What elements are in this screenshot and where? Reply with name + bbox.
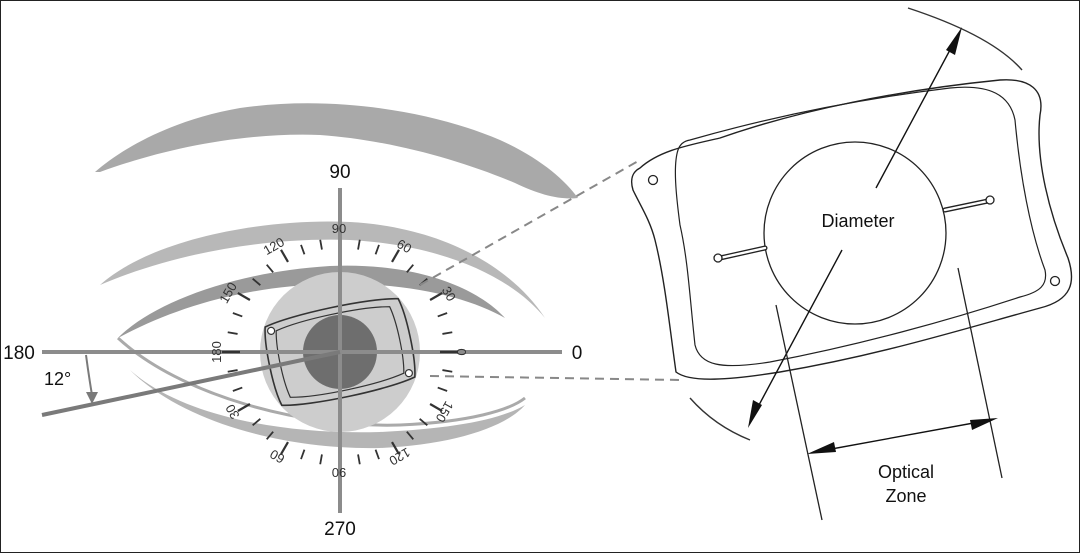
optical-zone-ext-right <box>957 267 1003 479</box>
degree-tick <box>280 249 289 263</box>
degree-tick <box>391 441 400 455</box>
lens-detail: Diameter Optical Zone <box>631 7 1073 521</box>
ring-label-bottom-30: 30 <box>222 402 242 422</box>
degree-tick <box>280 441 289 455</box>
rotated-axis <box>41 350 341 417</box>
ring-label-30: 30 <box>439 284 459 304</box>
ring-label-bottom-60: 60 <box>267 446 287 466</box>
positioning-hole-right <box>1049 275 1061 287</box>
eyelid-crease <box>100 221 545 318</box>
positioning-hole-left <box>647 174 659 186</box>
degree-tick <box>374 244 380 255</box>
degree-tick <box>429 403 443 412</box>
ring-label-bottom-120: 120 <box>387 445 413 469</box>
optical-zone-arrowhead-left <box>807 442 836 454</box>
degree-tick <box>319 239 323 250</box>
upper-lash-line <box>118 265 505 338</box>
axis-label-180: 180 <box>3 343 35 364</box>
degree-tick <box>227 369 238 373</box>
degree-tick <box>300 449 306 460</box>
degree-tick <box>300 244 306 255</box>
degree-tick <box>252 418 261 426</box>
degree-tick <box>406 264 414 273</box>
optical-zone-label-line1: Optical <box>878 462 934 482</box>
ring-label-bottom-90: 90 <box>332 465 346 480</box>
diameter-arrowhead-up <box>946 27 962 55</box>
diameter-arc-bottom <box>689 397 751 441</box>
degree-tick <box>266 264 274 273</box>
degree-tick <box>374 449 380 460</box>
degree-tick <box>227 331 238 335</box>
axis-label-90: 90 <box>329 162 350 183</box>
diameter-arrow-down-line <box>751 249 843 419</box>
zoom-line-bottom <box>429 375 683 381</box>
ring-label-180: 180 <box>209 341 224 363</box>
diameter-arrowhead-down <box>748 400 762 428</box>
degree-tick <box>437 312 448 318</box>
ring-label-60: 60 <box>394 236 414 256</box>
rotation-label: 12° <box>44 369 71 389</box>
degree-tick <box>442 331 453 335</box>
optical-zone-ext-left <box>775 304 823 521</box>
diameter-label: Diameter <box>821 211 894 231</box>
optical-zone-arrowhead-right <box>970 418 998 430</box>
degree-tick <box>266 431 274 440</box>
zoom-line-top <box>419 159 641 286</box>
degree-tick <box>232 386 243 392</box>
degree-tick <box>357 454 361 465</box>
degree-tick <box>429 292 443 301</box>
lower-eyelid <box>130 370 525 449</box>
rotation-arc <box>85 354 93 396</box>
degree-tick <box>319 454 323 465</box>
axis-label-0: 0 <box>572 343 583 364</box>
degree-tick <box>357 239 361 250</box>
degree-tick <box>437 386 448 392</box>
eyebrow-shape <box>95 103 578 199</box>
degree-tick <box>419 418 428 426</box>
toric-marker-left <box>713 245 768 263</box>
ring-label-0: 0 <box>454 348 469 355</box>
degree-tick <box>252 278 261 286</box>
degree-tick <box>232 312 243 318</box>
diameter-arrow-up-line <box>875 34 959 189</box>
degree-tick <box>391 249 400 263</box>
axis-label-270: 270 <box>324 519 356 540</box>
degree-tick <box>237 292 251 301</box>
optical-zone-dimension-line <box>814 419 991 453</box>
degree-tick <box>442 369 453 373</box>
rotation-arrowhead <box>86 392 98 404</box>
degree-tick <box>237 403 251 412</box>
implanted-lens <box>264 297 416 407</box>
toric-marker-right <box>942 195 995 213</box>
degree-tick <box>406 431 414 440</box>
optical-zone-circle <box>763 141 947 325</box>
ring-label-90: 90 <box>332 221 346 236</box>
degree-tick-ring <box>222 239 458 465</box>
optical-zone-label-line2: Zone <box>885 486 926 506</box>
diameter-arc-top <box>907 7 1023 71</box>
